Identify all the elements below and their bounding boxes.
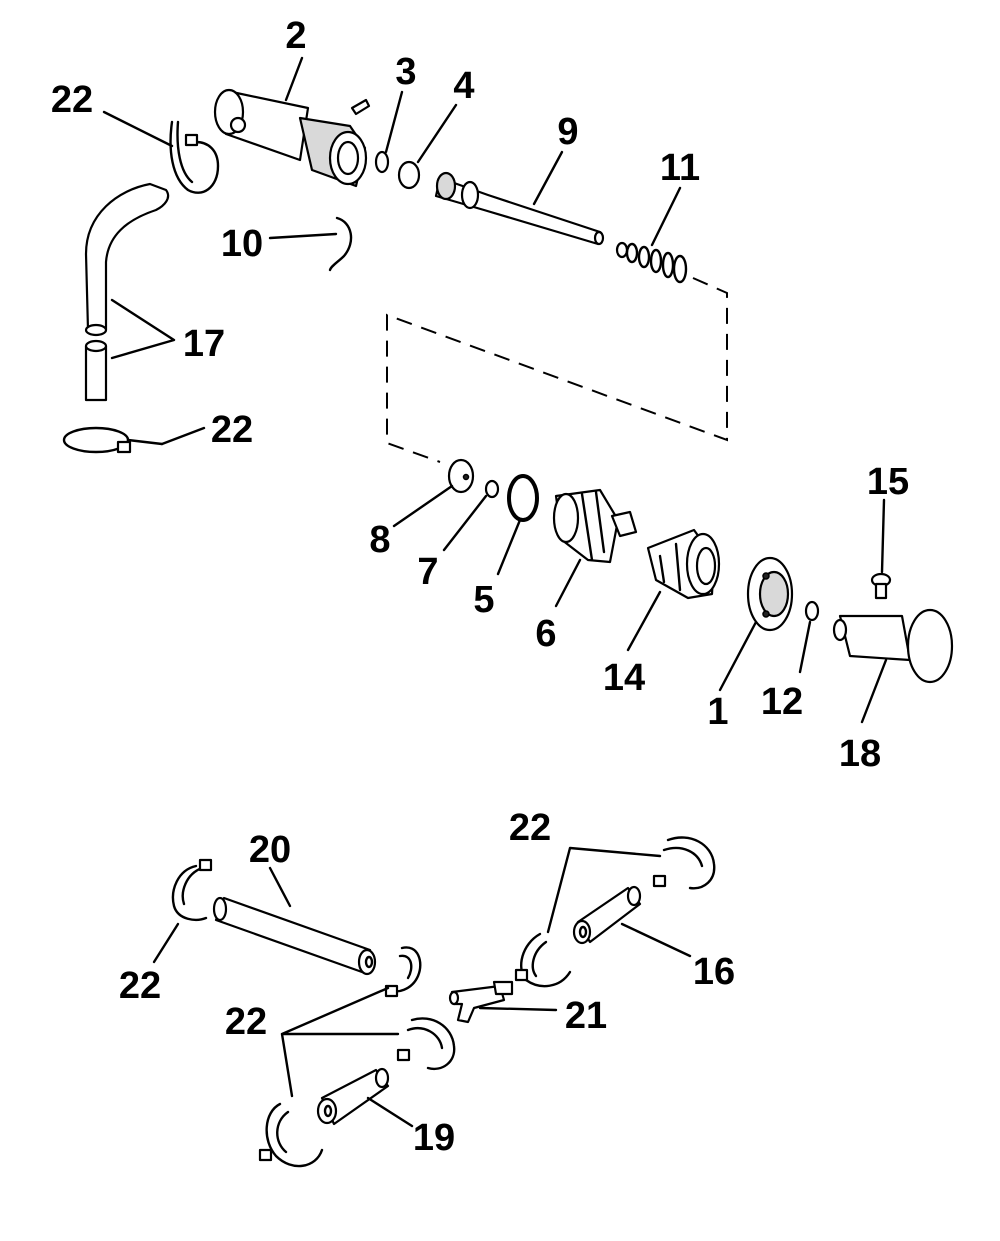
- part-10-clip: [328, 216, 353, 272]
- callout-10: 10: [221, 223, 263, 265]
- assembly-dashed-line: [386, 277, 728, 463]
- callout-9: 9: [557, 111, 578, 153]
- callout-17: 17: [183, 323, 225, 365]
- callout-22-hose: 22: [211, 409, 253, 451]
- part-22-clamp-right-2: [652, 836, 716, 890]
- callout-20: 20: [249, 829, 291, 871]
- callout-15: 15: [867, 461, 909, 503]
- callout-12: 12: [761, 681, 803, 723]
- callout-21: 21: [565, 995, 607, 1037]
- part-4-o-ring: [397, 160, 421, 190]
- callout-18: 18: [839, 733, 881, 775]
- part-3-o-ring: [374, 150, 390, 174]
- part-19-tube: [316, 1067, 390, 1126]
- callout-19: 19: [413, 1117, 455, 1159]
- part-22-clamp-hose-bottom: [62, 426, 164, 454]
- part-8-washer: [447, 458, 475, 494]
- callout-22-top: 22: [51, 79, 93, 121]
- part-17-hose: [84, 182, 170, 402]
- callout-6: 6: [535, 613, 556, 655]
- callout-1: 1: [707, 691, 728, 733]
- part-18-knob: [832, 608, 954, 684]
- callout-22-left: 22: [119, 965, 161, 1007]
- part-14-fitting: [646, 528, 721, 600]
- callout-14: 14: [603, 657, 645, 699]
- callout-labels: 2 3 4 9 11 22 10 17 22 8 7 5 6 14 1 12 1…: [51, 15, 909, 1159]
- part-6-valve-fitting: [552, 488, 638, 564]
- part-11-spring: [615, 241, 688, 284]
- part-22-clamp-mid-1: [384, 946, 422, 998]
- callout-8: 8: [369, 519, 390, 561]
- callout-11: 11: [660, 147, 700, 189]
- part-7-o-ring: [484, 479, 500, 499]
- part-1-flange: [746, 556, 794, 632]
- callout-2: 2: [285, 15, 306, 57]
- part-20-tube: [212, 896, 377, 976]
- callout-5: 5: [473, 579, 494, 621]
- callout-22-right: 22: [509, 807, 551, 849]
- part-22-clamp-top: [169, 120, 220, 194]
- part-2-housing: [213, 88, 371, 188]
- callout-22-group: 22: [225, 1001, 267, 1043]
- part-5-o-ring: [507, 474, 539, 522]
- part-12-o-ring: [804, 600, 820, 622]
- part-22-clamp-bottom: [258, 1102, 324, 1168]
- callout-7: 7: [417, 551, 438, 593]
- part-22-clamp-mid-2: [396, 1017, 456, 1071]
- callout-4: 4: [453, 65, 474, 107]
- leader-lines: [102, 56, 888, 1128]
- part-16-tube: [572, 885, 642, 945]
- part-22-clamp-bottom-left: [171, 858, 213, 921]
- part-9-shaft: [434, 171, 605, 246]
- callout-16: 16: [693, 951, 735, 993]
- callout-3: 3: [395, 51, 416, 93]
- part-21-tee-fitting: [448, 980, 514, 1024]
- part-15-screw: [870, 572, 892, 600]
- part-22-clamp-right-1: [514, 932, 572, 988]
